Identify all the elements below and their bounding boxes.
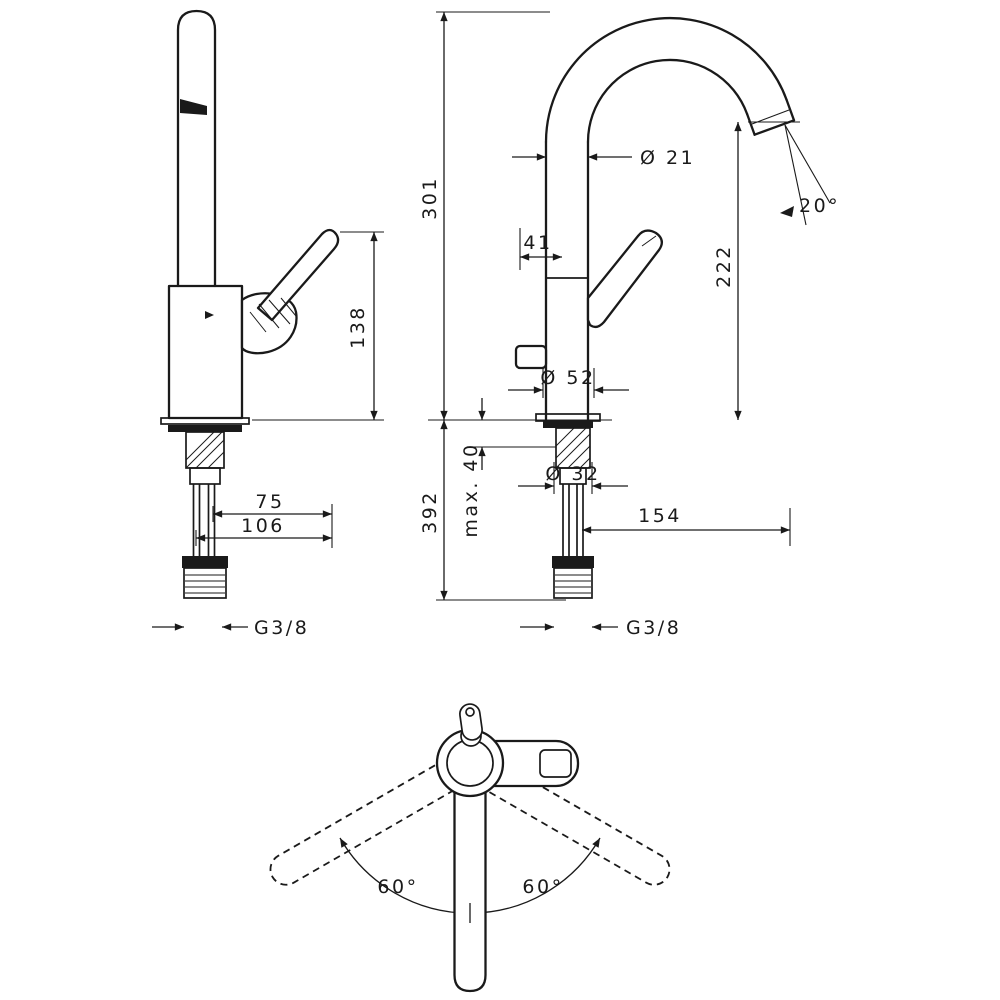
side-thread-dim: G3/8 [152,617,309,639]
side-body [167,284,244,420]
side-handle-lever [256,228,340,322]
front-thread [553,567,593,599]
side-dim-75-label: 75 [255,491,284,513]
front-dia-21-label: Ø 21 [640,147,695,169]
side-thread-label: G3/8 [254,617,309,639]
top-swivel-right-label: 60° [522,876,563,898]
side-view-drawing: 138 75 106 G3/8 [152,9,384,639]
front-handle-lever [586,229,664,329]
top-spout-current [453,753,487,993]
top-handle-detail [539,749,572,778]
front-dim-301-label: 301 [419,176,441,220]
front-view-drawing: 301 392 222 Ø 21 41 [419,11,840,639]
side-collar [189,467,221,485]
front-thread-label: G3/8 [626,617,681,639]
front-dia-32-label: Ø 32 [545,463,600,485]
side-spout-pipe [176,9,217,288]
front-dim-392-label: 392 [419,490,441,534]
front-dim-41-label: 41 [523,232,552,254]
top-lever-tip [465,707,475,717]
front-dim-154-label: 154 [638,505,682,527]
side-thread [183,567,227,599]
front-collar [559,467,587,485]
front-dim-392: 392 [419,420,566,601]
front-max-40: max. 40 [460,398,556,538]
side-aerator-mark [180,99,207,115]
side-base-plate [160,417,250,425]
side-dim-138-label: 138 [347,305,369,349]
front-gasket [543,421,593,428]
top-swivel-left-label: 60° [377,876,418,898]
side-dim-106: 106 [195,515,332,546]
front-connector-nut [552,556,594,568]
front-dim-301: 301 [419,11,550,420]
front-dia-52: Ø 52 [508,367,629,398]
front-dia-21: Ø 21 [512,147,695,169]
side-gasket [168,425,242,432]
side-dim-138: 138 [252,231,384,421]
front-dim-154: 154 [582,505,791,546]
front-side-tab [514,344,548,370]
front-angle-20-label: 20° [799,195,840,217]
top-escutcheon-inner [446,739,494,787]
front-shank [555,427,591,469]
front-outlet-face [753,119,796,136]
side-dim-75: 75 [212,491,333,548]
front-dia-52-label: Ø 52 [540,367,595,389]
front-dim-222: 222 [713,121,800,420]
front-spout-outer-arc [544,16,788,144]
front-thread-dim: G3/8 [520,617,681,639]
top-view-drawing: 60° 60° [269,703,671,993]
side-dim-106-label: 106 [241,515,285,537]
side-detail-arrow [205,311,214,319]
front-spout-inner-arc [586,58,749,144]
front-dim-41: 41 [519,228,562,270]
front-angle-20: 20° [780,124,840,226]
front-dia-32: Ø 32 [518,462,628,494]
front-max-40-label: max. 40 [460,442,482,537]
front-dim-222-label: 222 [713,244,735,288]
side-connector-nut [182,556,228,568]
